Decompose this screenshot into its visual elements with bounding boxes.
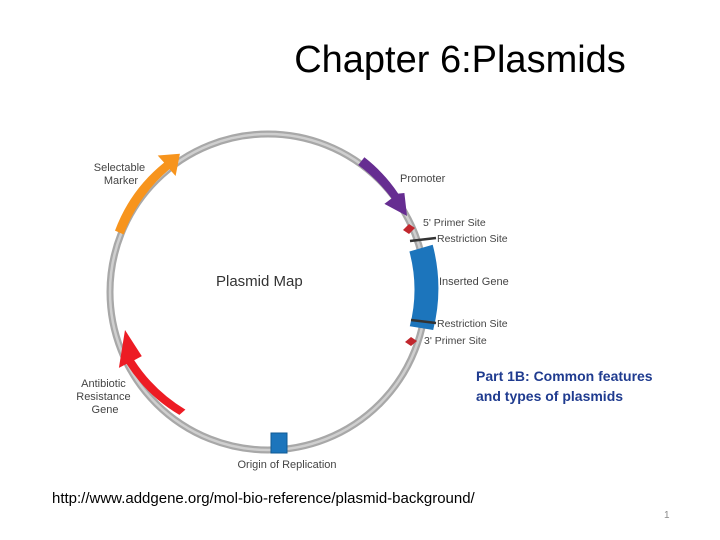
slide-caption: Part 1B: Common features and types of pl…	[476, 368, 653, 405]
antibiotic-label-line2: Resistance	[76, 391, 130, 403]
primer-3-label: 3' Primer Site	[424, 335, 487, 347]
primer-site-5-marker	[403, 224, 415, 234]
selectable-marker-label-line1: Selectable	[94, 162, 145, 174]
antibiotic-resistance-arrow	[118, 330, 186, 415]
antibiotic-label-line3: Gene	[92, 404, 119, 416]
source-url-link[interactable]: http://www.addgene.org/mol-bio-reference…	[52, 490, 475, 507]
origin-of-replication-label: Origin of Replication	[237, 459, 336, 471]
restriction-site-top-label: Restriction Site	[437, 233, 508, 245]
antibiotic-label-line1: Antibiotic	[81, 378, 126, 390]
restriction-site-top-marker	[409, 236, 437, 243]
center-label: Plasmid Map	[216, 273, 303, 290]
primer-site-3-marker	[405, 337, 417, 346]
origin-of-replication-block	[270, 432, 288, 454]
restriction-site-bottom-label: Restriction Site	[437, 318, 508, 330]
selectable-marker-label-line2: Marker	[104, 175, 139, 187]
slide-number: 1	[664, 510, 670, 521]
inserted-gene-block	[409, 244, 439, 330]
svg-text:Selectable Marker: Selectable Marker	[94, 162, 148, 187]
slide-title: Chapter 6:Plasmids	[294, 39, 626, 81]
primer-5-label: 5' Primer Site	[423, 217, 486, 229]
svg-text:Antibiotic Resistance: Antibiotic Resistance Gene	[76, 378, 133, 416]
promoter-label: Promoter	[400, 173, 446, 185]
inserted-gene-label: Inserted Gene	[439, 276, 509, 288]
promoter-arrow	[358, 157, 407, 216]
restriction-site-bottom-marker	[410, 318, 437, 325]
selectable-marker-arrow	[115, 153, 180, 235]
